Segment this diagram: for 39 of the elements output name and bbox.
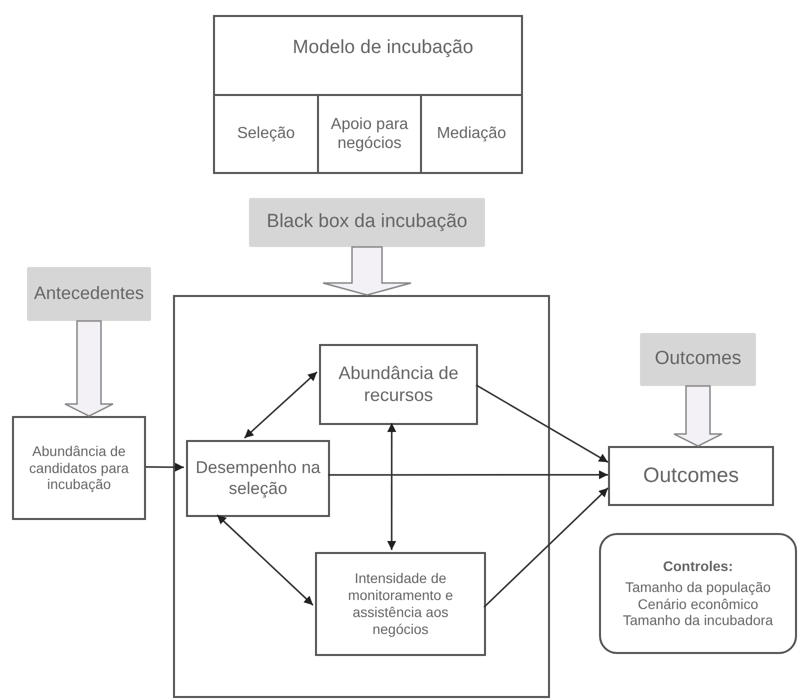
- table-heading: Modelo de incubação: [292, 37, 474, 60]
- node-label: Abundância de candidatos para incubação: [28, 442, 130, 494]
- arrow: [483, 487, 609, 608]
- arrow: [216, 514, 314, 606]
- table-cell: [215, 94, 319, 172]
- block-arrow: [673, 385, 723, 447]
- process-box: [12, 416, 146, 520]
- process-box: [319, 344, 478, 425]
- model-table: [213, 15, 523, 174]
- arrow: [476, 384, 608, 463]
- node-label: Outcomes: [654, 348, 742, 371]
- process-box: [186, 440, 330, 517]
- table-cell: [319, 94, 422, 172]
- controls-box: [599, 533, 797, 654]
- node-label: Antecedentes: [34, 283, 144, 305]
- node-label: Apoio para negócios: [330, 114, 410, 154]
- controls-heading: Controles:: [663, 558, 733, 575]
- node-label: Intensidade de monitoramento e assistência aos negócios: [346, 570, 454, 638]
- block-arrow: [64, 320, 114, 417]
- tag-label: [249, 198, 485, 247]
- node-label: Black box da incubação: [266, 211, 468, 234]
- control-item: Cenário econômico: [638, 596, 758, 612]
- node-label: Mediação: [436, 124, 506, 144]
- tag-label: [27, 267, 151, 321]
- arrow: [146, 462, 184, 472]
- node-label: Outcomes: [643, 463, 739, 489]
- arrow: [328, 470, 608, 480]
- tag-label: [640, 333, 756, 386]
- node-label: Abundância de recursos: [337, 362, 460, 406]
- block-arrow: [322, 246, 412, 296]
- node-label: Seleção: [237, 124, 295, 144]
- control-item: Tamanho da população: [625, 578, 771, 596]
- control-item: Tamanho da incubadora: [622, 612, 774, 630]
- process-box: [608, 446, 774, 506]
- arrow: [244, 371, 318, 439]
- node-label: Desempenho na seleção: [194, 458, 322, 499]
- process-box: [315, 552, 486, 656]
- arrow: [387, 423, 396, 550]
- box-frame: [173, 295, 550, 698]
